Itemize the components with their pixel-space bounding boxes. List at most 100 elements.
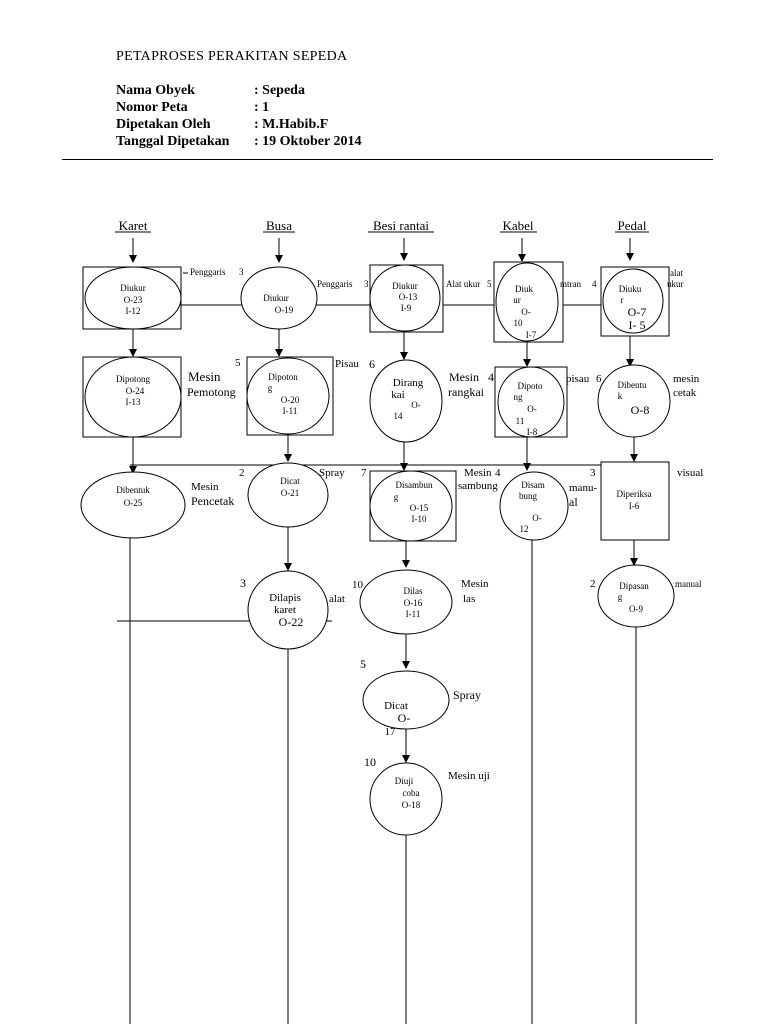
time-label: 2 (239, 467, 245, 479)
node-code: O-25 (124, 498, 143, 508)
tool-label: Mesin (449, 370, 479, 384)
column-label-pedal: Pedal (618, 218, 647, 233)
node-code: 11 (516, 416, 525, 426)
time-label: 3 (239, 267, 244, 277)
tool-label: Mesin (464, 467, 492, 479)
tool-label: Mesin (461, 578, 489, 590)
time-label: 4 (488, 370, 494, 384)
time-label: 10 (352, 579, 364, 591)
node-code: O-18 (402, 800, 421, 810)
tool-label: cetak (673, 387, 697, 399)
tool-label: alat (670, 268, 683, 278)
node-label: Dicat (280, 476, 300, 486)
node-label: g (394, 492, 399, 502)
assembly-lines (117, 304, 622, 622)
column-headers: Karet Busa Besi rantai Kabel Pedal (115, 218, 649, 233)
node-label: Dilas (404, 586, 423, 596)
node-label: Diuk (515, 284, 534, 294)
time-label: 6 (596, 373, 602, 385)
tool-label: mesin (673, 373, 700, 385)
time-label: 3 (240, 576, 246, 590)
node-label: karet (274, 604, 296, 616)
node-label: Dipasan (619, 581, 649, 591)
node-code: I-12 (126, 306, 141, 316)
node-code: I- 5 (629, 318, 646, 332)
operation-circle (597, 564, 675, 628)
operation-circle (369, 359, 443, 443)
meta-value: : 1 (254, 100, 270, 115)
column-label-besi-rantai: Besi rantai (373, 218, 429, 233)
node-code: O-15 (410, 503, 429, 513)
tool-label: las (463, 593, 475, 605)
node-code: I-7 (526, 330, 537, 340)
document-title: PETAPROSES PERAKITAN SEPEDA (116, 49, 348, 64)
tool-label: rangkai (448, 385, 485, 399)
time-label: 7 (361, 467, 367, 479)
node-code: O- (521, 307, 531, 317)
node-code: O- (527, 404, 537, 414)
node-code: O-21 (281, 488, 300, 498)
operation-circle (499, 471, 569, 541)
time-label: 6 (369, 357, 375, 371)
time-label: 4 (495, 467, 501, 479)
operation-circle (84, 356, 182, 438)
operation-circle (495, 262, 559, 342)
node-code: I-6 (629, 501, 640, 511)
node-label: Diuji (395, 776, 414, 786)
time-label: 5 (235, 357, 241, 369)
tool-label: ukur (667, 279, 684, 289)
node-code: O- (532, 513, 542, 523)
time-label: 3 (590, 467, 596, 479)
time-label: 2 (590, 578, 596, 590)
operation-circle (362, 670, 450, 730)
node-label: Dibentuk (116, 485, 150, 495)
tool-label: Penggaris (317, 279, 353, 289)
tool-label: Pisau (335, 358, 359, 370)
node-code: O-23 (124, 295, 143, 305)
document-header: PETAPROSES PERAKITAN SEPEDA Nama Obyek :… (0, 0, 768, 170)
tool-label: Pemotong (187, 385, 236, 399)
meta-label: Tanggal Dipetakan (116, 134, 230, 149)
node-code: O-13 (399, 292, 418, 302)
node-label: k (618, 391, 623, 401)
operation-circle (359, 569, 453, 635)
node-code: 17 (385, 726, 397, 738)
tool-label: Alat ukur (446, 279, 480, 289)
node-code: I-9 (401, 303, 412, 313)
operation-circle (80, 471, 186, 539)
inspection-box (600, 461, 670, 541)
node-labels: Diukur O-23 I-12 Dipotong O-24 I-13 Dibe… (116, 281, 652, 810)
tool-label: Mesin (191, 481, 219, 493)
node-label: Diukur (392, 281, 418, 291)
operation-circle (602, 268, 664, 334)
column-label-karet: Karet (119, 218, 148, 233)
header-divider (62, 159, 713, 160)
node-label: Dipoto (517, 381, 543, 391)
node-label: Diuku (619, 284, 642, 294)
node-code: 12 (520, 524, 529, 534)
time-label: 4 (592, 279, 597, 289)
tool-label: al (569, 495, 578, 509)
operation-circle (369, 264, 441, 332)
column-label-kabel: Kabel (502, 218, 533, 233)
operation-circle (247, 462, 329, 528)
operation-circle (84, 266, 182, 330)
tool-label: Penggaris (190, 267, 226, 277)
column-label-busa: Busa (266, 218, 292, 233)
meta-label: Dipetakan Oleh (116, 117, 211, 132)
node-code: O-19 (275, 305, 294, 315)
node-code: O-22 (279, 615, 304, 629)
operation-circle (597, 364, 671, 438)
tool-label: alat (329, 593, 345, 605)
node-label: Dicat (384, 700, 408, 712)
node-label: coba (403, 788, 420, 798)
process-symbols (80, 261, 675, 836)
operation-circle (247, 570, 329, 650)
operation-circle (497, 366, 565, 438)
tool-label: mtran (560, 279, 581, 289)
node-label: Diukur (120, 283, 146, 293)
node-label: Diperiksa (617, 489, 652, 499)
tool-label: Mesin (188, 369, 221, 384)
time-label: 5 (487, 279, 492, 289)
